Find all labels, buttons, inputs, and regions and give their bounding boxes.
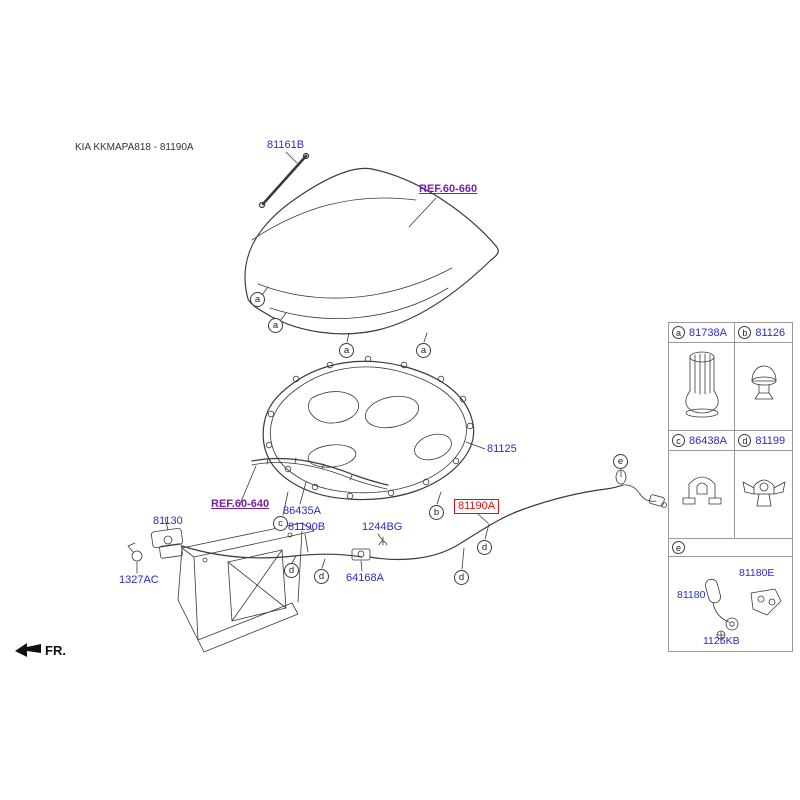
fr-direction-marker: FR. bbox=[14, 641, 66, 659]
part-label-1125KB[interactable]: 1125KB bbox=[703, 635, 740, 647]
part-label-1327AC[interactable]: 1327AC bbox=[119, 574, 159, 586]
cable-clamp-icon bbox=[742, 479, 786, 507]
hood-release-handle-icon bbox=[705, 578, 782, 644]
legend-detail-cell-e: 81180 81180E 1125KB bbox=[668, 556, 793, 652]
hood-insulation-pad-drawing bbox=[262, 355, 475, 501]
front-end-module-drawing bbox=[177, 522, 315, 653]
part-label-1244BG[interactable]: 1244BG bbox=[362, 521, 403, 533]
callout-c-table: c bbox=[672, 434, 685, 447]
part-label-81190B[interactable]: 81190B bbox=[288, 521, 326, 533]
callout-d-4: d bbox=[454, 570, 469, 585]
legend-header-e: e bbox=[668, 538, 793, 557]
legend-header-d: d 81199 bbox=[734, 430, 793, 451]
legend-header-b: b 81126 bbox=[734, 322, 793, 343]
callout-c: c bbox=[273, 516, 288, 531]
callout-a-table: a bbox=[672, 326, 685, 339]
callout-d-2: d bbox=[314, 569, 329, 584]
part-label-81161B[interactable]: 81161B bbox=[267, 139, 305, 151]
part-label-81190A-highlighted[interactable]: 81190A bbox=[454, 499, 500, 514]
hood-panel-drawing bbox=[244, 167, 499, 335]
legend-icon-cell-d bbox=[734, 450, 793, 539]
callout-e: e bbox=[613, 454, 628, 469]
callout-a-3: a bbox=[339, 343, 354, 358]
callout-d-3: d bbox=[477, 540, 492, 555]
callout-e-table: e bbox=[672, 541, 685, 554]
hood-lifter-drawing bbox=[258, 151, 310, 209]
part-label-81180E[interactable]: 81180E bbox=[739, 567, 775, 579]
callout-a-1: a bbox=[250, 292, 265, 307]
callout-d-1: d bbox=[284, 563, 299, 578]
part-label-64168A[interactable]: 64168A bbox=[346, 572, 384, 584]
front-direction-arrow-icon bbox=[15, 643, 41, 657]
ref-link-60-660[interactable]: REF.60-660 bbox=[419, 183, 478, 195]
part-label-86438A[interactable]: 86438A bbox=[689, 434, 727, 447]
part-label-81199[interactable]: 81199 bbox=[755, 434, 786, 447]
part-label-81126[interactable]: 81126 bbox=[755, 326, 786, 339]
callout-d-table: d bbox=[738, 434, 752, 447]
push-clip-icon bbox=[751, 365, 777, 400]
part-label-86435A[interactable]: 86435A bbox=[283, 505, 321, 517]
legend-icon-cell-a bbox=[667, 342, 736, 431]
release-cable-drawing bbox=[181, 469, 667, 561]
callout-b: b bbox=[429, 505, 444, 520]
hood-latch-drawing bbox=[151, 527, 183, 559]
part-label-81125[interactable]: 81125 bbox=[487, 443, 517, 455]
leader-lines bbox=[136, 197, 622, 574]
part-label-81180[interactable]: 81180 bbox=[677, 589, 706, 601]
part-label-81738A[interactable]: 81738A bbox=[689, 326, 727, 339]
cable-clip-icon bbox=[682, 476, 722, 505]
callout-a-4: a bbox=[416, 343, 431, 358]
parts-legend-table: a 81738A b 81126 bbox=[667, 322, 793, 652]
legend-header-c: c 86438A bbox=[667, 430, 736, 451]
drawing-code: KIA KKMAPA818 - 81190A bbox=[75, 142, 194, 153]
callout-a-2: a bbox=[268, 318, 283, 333]
ref-link-60-640[interactable]: REF.60-640 bbox=[211, 498, 270, 510]
legend-icon-cell-b bbox=[734, 342, 793, 431]
latch-clip-drawing bbox=[127, 542, 143, 562]
part-label-81130[interactable]: 81130 bbox=[153, 515, 183, 527]
legend-header-a: a 81738A bbox=[667, 322, 736, 343]
hood-weatherstrip-drawing bbox=[251, 457, 389, 490]
legend-icon-cell-c bbox=[667, 450, 736, 539]
fr-label: FR. bbox=[45, 642, 66, 658]
hood-overslam-bumper-icon bbox=[685, 351, 719, 418]
callout-b-table: b bbox=[738, 326, 752, 339]
